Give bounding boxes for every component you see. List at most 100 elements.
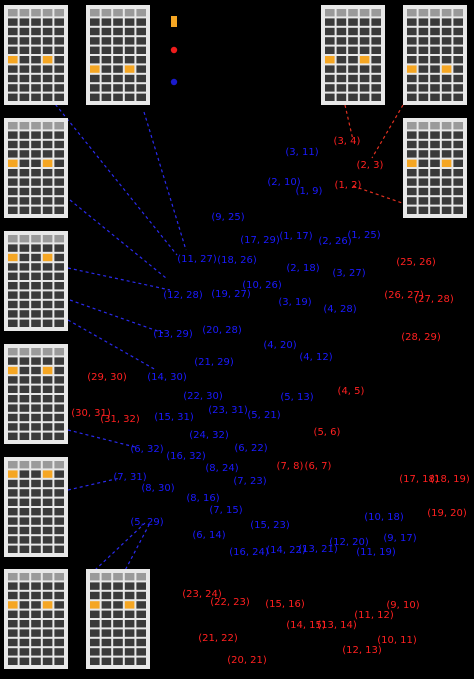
edge-label: (10, 26): [242, 280, 282, 291]
thumbnail-cell: [407, 93, 417, 101]
thumbnail-cell: [113, 46, 123, 54]
edge-label: (4, 12): [299, 352, 332, 363]
thumbnail-cell: [8, 582, 18, 590]
thumbnail-cell: [42, 244, 53, 252]
thumbnail-cell: [113, 629, 123, 637]
thumbnail-cell: [54, 479, 64, 488]
leader-line: [143, 111, 187, 251]
edge-label: (27, 28): [414, 294, 454, 305]
thumbnail-cell: [325, 18, 335, 26]
thumbnail-cell: [42, 235, 53, 243]
thumbnail-cell: [8, 423, 18, 431]
thumbnail-cell: [348, 74, 358, 83]
thumbnail-cell: [101, 84, 112, 92]
thumbnail-cell: [42, 591, 53, 600]
thumbnail-cell: [124, 65, 135, 73]
thumbnail-cell: [31, 93, 41, 101]
thumbnail-cell: [136, 582, 146, 590]
legend-blue-dot: [170, 78, 178, 86]
thumbnail-cell: [136, 629, 146, 637]
thumbnail-cell: [42, 37, 53, 45]
thumbnail-cell: [136, 46, 146, 54]
thumbnail-cell: [19, 582, 30, 590]
thumbnail-cell: [8, 479, 18, 488]
thumbnail-panel: [403, 118, 467, 218]
thumbnail-cell: [453, 37, 463, 45]
thumbnail-cell: [124, 37, 135, 45]
thumbnail-cell: [136, 638, 146, 647]
thumbnail-cell: [101, 9, 112, 17]
thumbnail-cell: [101, 648, 112, 656]
thumbnail-cell: [453, 56, 463, 64]
thumbnail-cell: [336, 84, 347, 92]
thumbnail-cell: [19, 235, 30, 243]
thumbnail-cell: [441, 74, 452, 83]
thumbnail-cell: [407, 65, 417, 73]
thumbnail-cell: [418, 93, 429, 101]
edge-label: (10, 11): [377, 635, 417, 646]
thumbnail-cell: [359, 65, 370, 73]
thumbnail-cell: [19, 629, 30, 637]
thumbnail-cell: [31, 489, 41, 497]
thumbnail-cell: [8, 638, 18, 647]
thumbnail-cell: [371, 37, 381, 45]
thumbnail-cell: [441, 56, 452, 64]
thumbnail-cell: [371, 18, 381, 26]
thumbnail-cell: [430, 131, 440, 139]
edge-label: (23, 24): [182, 589, 222, 600]
thumbnail-cell: [54, 526, 64, 535]
thumbnail-cell: [42, 197, 53, 205]
thumbnail-cell: [113, 601, 123, 609]
edge-label: (19, 20): [427, 508, 467, 519]
thumbnail-cell: [325, 93, 335, 101]
edge-label: (5, 13): [280, 392, 313, 403]
thumbnail-cell: [136, 610, 146, 618]
thumbnail-cell: [407, 122, 417, 130]
thumbnail-cell: [31, 244, 41, 252]
thumbnail-cell: [430, 178, 440, 186]
thumbnail-cell: [407, 187, 417, 196]
thumbnail-cell: [441, 65, 452, 73]
thumbnail-cell: [54, 150, 64, 158]
thumbnail-cell: [101, 610, 112, 618]
thumbnail-cell: [136, 93, 146, 101]
edge-label: (11, 27): [177, 254, 217, 265]
thumbnail-cell: [31, 638, 41, 647]
thumbnail-cell: [8, 197, 18, 205]
thumbnail-cell: [31, 479, 41, 488]
thumbnail-cell: [124, 9, 135, 17]
thumbnail-cell: [19, 545, 30, 553]
thumbnail-cell: [124, 582, 135, 590]
thumbnail-cell: [42, 385, 53, 393]
thumbnail-cell: [359, 84, 370, 92]
thumbnail-cell: [42, 27, 53, 36]
thumbnail-cell: [8, 84, 18, 92]
thumbnail-cell: [8, 629, 18, 637]
thumbnail-cell: [42, 638, 53, 647]
thumbnail-cell: [19, 508, 30, 516]
thumbnail-cell: [430, 37, 440, 45]
thumbnail-cell: [124, 573, 135, 581]
edge-label: (12, 28): [163, 290, 203, 301]
thumbnail-cell: [8, 526, 18, 535]
thumbnail-cell: [31, 629, 41, 637]
edge-label: (3, 11): [285, 147, 318, 158]
edge-label: (3, 19): [278, 297, 311, 308]
thumbnail-cell: [407, 27, 417, 36]
thumbnail-cell: [90, 65, 100, 73]
thumbnail-cell: [54, 489, 64, 497]
thumbnail-cell: [8, 56, 18, 64]
thumbnail-cell: [371, 65, 381, 73]
thumbnail-cell: [8, 395, 18, 403]
thumbnail-cell: [31, 620, 41, 628]
thumbnail-cell: [42, 18, 53, 26]
thumbnail-cell: [42, 432, 53, 440]
thumbnail-cell: [31, 27, 41, 36]
thumbnail-cell: [453, 178, 463, 186]
edge-label: (4, 28): [323, 304, 356, 315]
thumbnail-cell: [54, 169, 64, 177]
thumbnail-cell: [42, 508, 53, 516]
thumbnail-cell: [19, 206, 30, 214]
thumbnail-cell: [113, 648, 123, 656]
